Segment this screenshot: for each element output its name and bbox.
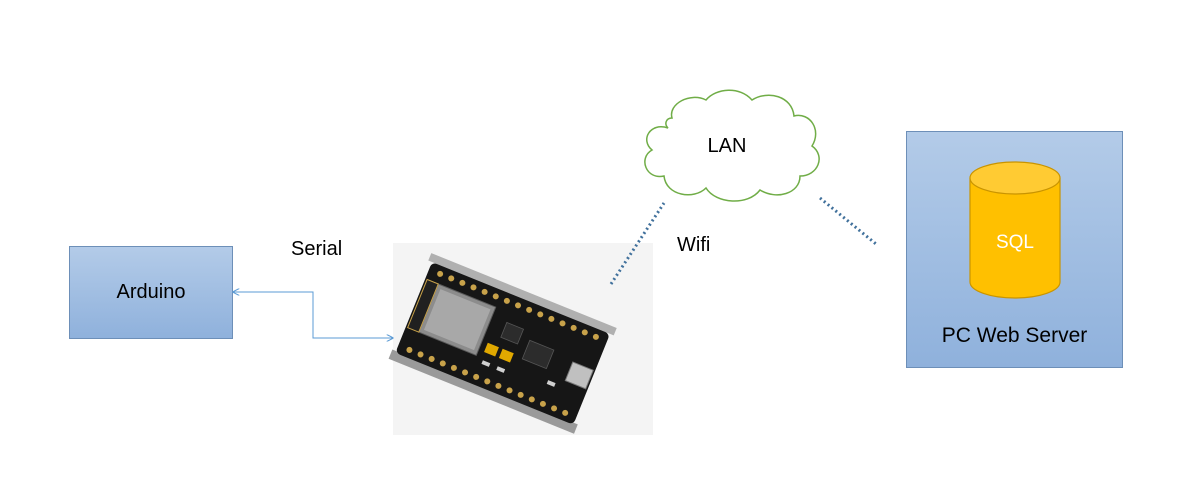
serial-connector [233,292,393,338]
lan-cloud: LAN [644,89,820,202]
database-label: SQL [996,232,1034,253]
server-label: PC Web Server [941,324,1088,347]
wifi-link-label: Wifi [677,234,711,256]
arduino-label: Arduino [116,281,186,303]
database-cylinder-icon: SQL [969,161,1061,299]
lan-label: LAN [708,135,747,157]
server-dotted-link [819,196,877,246]
arduino-node: Arduino [69,246,233,339]
serial-link-label: Serial [291,238,343,260]
nodemcu-board-icon [388,253,617,434]
wifi-dotted-link [609,202,666,285]
